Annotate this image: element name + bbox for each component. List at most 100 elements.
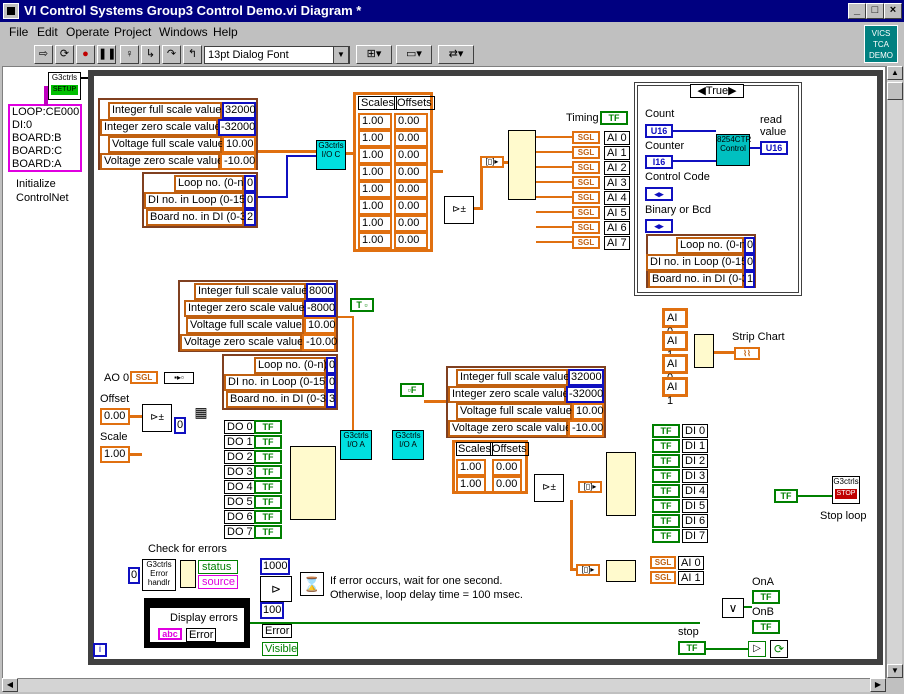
di-offset-value-0[interactable]: 0.00 <box>492 459 522 476</box>
loop-condition-icon[interactable]: ⟳ <box>770 640 788 658</box>
error-index-value[interactable]: 0 <box>128 567 140 584</box>
scroll-left-icon[interactable]: ◀ <box>2 678 18 692</box>
case-di-value[interactable]: 0 <box>744 254 755 271</box>
highlight-lightbulb-icon[interactable]: ♀ <box>120 45 139 64</box>
8254ctr-control-subvi[interactable]: 8254CTR Control <box>716 134 751 166</box>
not-gate-icon[interactable]: ▷ <box>748 641 766 657</box>
timing-boolean[interactable]: TF <box>600 111 628 125</box>
offset-value[interactable]: 0.00 <box>394 113 428 130</box>
ao-di-value[interactable]: 0 <box>326 374 336 391</box>
vi-icon-logo[interactable]: VICS TCA DEMO <box>864 25 898 63</box>
di-unbundle-node[interactable] <box>606 452 636 516</box>
replace-array-icon[interactable]: ▦ <box>186 404 216 428</box>
error-unbundle-node[interactable] <box>180 560 196 588</box>
ai-terminal[interactable]: SGL <box>572 176 600 189</box>
abc-string-constant[interactable]: abc <box>158 628 182 640</box>
while-loop-frame[interactable] <box>88 70 883 665</box>
case-next-icon[interactable]: ▶ <box>728 85 737 97</box>
onb-terminal[interactable]: TF <box>752 620 780 634</box>
ai-terminal[interactable]: SGL <box>572 206 600 219</box>
di-scale-value-0[interactable]: 1.00 <box>456 459 486 476</box>
scale-value[interactable]: 1.00 <box>358 113 392 130</box>
ai-small-unbundle[interactable] <box>606 560 636 582</box>
case-board-value[interactable]: 1 <box>744 271 755 288</box>
scale-value[interactable]: 1.00 <box>358 198 392 215</box>
di-terminal[interactable]: TF <box>652 484 680 498</box>
wait-ms-timer-icon[interactable]: ⌛ <box>300 572 324 596</box>
wait-1000-value[interactable]: 1000 <box>260 558 290 575</box>
stop-loop-subvi[interactable]: G3ctrls STOP <box>832 476 860 504</box>
ai-terminal[interactable]: SGL <box>572 191 600 204</box>
offset-value[interactable]: 0.00 <box>394 164 428 181</box>
ai-int-zero-value[interactable]: -32000 <box>218 119 256 136</box>
visible-property[interactable]: Visible <box>262 642 298 656</box>
do-terminal[interactable]: TF <box>254 435 282 449</box>
di-scale-node[interactable]: ⊳± <box>534 474 564 502</box>
read-value-terminal[interactable]: U16 <box>760 141 788 155</box>
di-enable-boolean[interactable]: ▫F <box>400 383 424 397</box>
build-array-icon[interactable]: ▪▸▫ <box>164 372 194 384</box>
ai-volt-zero-value[interactable]: -10.00 <box>220 153 256 170</box>
offset-value[interactable]: 0.00 <box>394 130 428 147</box>
do-terminal[interactable]: TF <box>254 465 282 479</box>
menu-operate[interactable]: Operate <box>66 25 110 39</box>
vertical-scrollbar[interactable] <box>886 66 902 678</box>
di-offset-value-1[interactable]: 0.00 <box>492 476 522 493</box>
stop-loop-boolean[interactable]: TF <box>774 489 798 503</box>
ai-small-terminal-1[interactable]: SGL <box>650 571 676 584</box>
reorder-icon[interactable]: ⇄▾ <box>438 45 474 64</box>
g3ctrls-io-a-subvi-in[interactable]: G3ctrls I/O A <box>392 430 424 460</box>
di-terminal[interactable]: TF <box>652 454 680 468</box>
ao0-terminal[interactable]: SGL <box>130 371 158 384</box>
offset-value[interactable]: 0.00 <box>100 408 130 425</box>
ao-scale-node[interactable]: ⊳± <box>142 404 172 432</box>
scale-value[interactable]: 1.00 <box>358 130 392 147</box>
scale-value[interactable]: 1.00 <box>358 215 392 232</box>
ao-board-value[interactable]: 3 <box>326 391 336 408</box>
abort-icon[interactable]: ● <box>76 45 95 64</box>
ona-terminal[interactable]: TF <box>752 590 780 604</box>
control-code-terminal[interactable]: ◂▸ <box>645 187 673 201</box>
g3ctrls-io-c-subvi[interactable]: G3ctrls I/O C <box>316 140 346 170</box>
ao-index-value[interactable]: 0 <box>174 417 186 434</box>
do-terminal[interactable]: TF <box>254 525 282 539</box>
offset-value[interactable]: 0.00 <box>394 232 428 249</box>
binary-bcd-terminal[interactable]: ◂▸ <box>645 219 673 233</box>
ao-loop-value[interactable]: 0 <box>326 357 336 374</box>
scale-offset-node[interactable]: ⊳± <box>444 196 474 224</box>
ai-loop-value[interactable]: 0 <box>244 175 256 192</box>
setup-subvi[interactable]: G3ctrls SETUP <box>48 72 81 100</box>
setup-string-constant[interactable]: LOOP:CE000 DI:0 BOARD:B BOARD:C BOARD:A <box>8 104 82 172</box>
ai-int-full-value[interactable]: 32000 <box>222 102 256 119</box>
ai-terminal[interactable]: SGL <box>572 221 600 234</box>
font-select[interactable]: 13pt Dialog Font <box>204 46 350 64</box>
do-terminal[interactable]: TF <box>254 480 282 494</box>
g3ctrls-io-a-subvi-out[interactable]: G3ctrls I/O A <box>340 430 372 460</box>
ai-terminal[interactable]: SGL <box>572 146 600 159</box>
ai-small-terminal-0[interactable]: SGL <box>650 556 676 569</box>
offset-value[interactable]: 0.00 <box>394 215 428 232</box>
or-gate-icon[interactable]: ∨ <box>722 598 744 618</box>
menu-project[interactable]: Project <box>114 25 152 39</box>
case-prev-icon[interactable]: ◀ <box>697 85 706 97</box>
bundle-node[interactable] <box>694 334 714 368</box>
case-selector[interactable]: ◀True▶ <box>690 84 744 98</box>
scale-value[interactable]: 1.00 <box>100 446 130 463</box>
ao-volt-zero-value[interactable]: -10.00 <box>302 334 337 351</box>
pause-icon[interactable]: ❚❚ <box>97 45 116 64</box>
di-terminal[interactable]: TF <box>652 469 680 483</box>
horizontal-scrollbar[interactable] <box>2 678 886 692</box>
distribute-objects-icon[interactable]: ▭▾ <box>396 45 432 64</box>
ao-volt-full-value[interactable]: 10.00 <box>304 317 336 334</box>
vertical-scroll-thumb[interactable] <box>887 82 903 100</box>
scale-value[interactable]: 1.00 <box>358 232 392 249</box>
align-objects-icon[interactable]: ⊞▾ <box>356 45 392 64</box>
ai-board-value[interactable]: 2 <box>244 209 256 226</box>
menu-file[interactable]: File <box>9 25 29 39</box>
maximize-button[interactable]: □ <box>866 3 884 19</box>
offset-value[interactable]: 0.00 <box>394 181 428 198</box>
step-over-icon[interactable]: ↷ <box>162 45 181 64</box>
ai-di-value[interactable]: 0 <box>244 192 256 209</box>
di-array-to-cluster-icon[interactable]: [▯]▸ <box>578 481 602 493</box>
ao-int-zero-value[interactable]: -8000 <box>304 300 336 317</box>
